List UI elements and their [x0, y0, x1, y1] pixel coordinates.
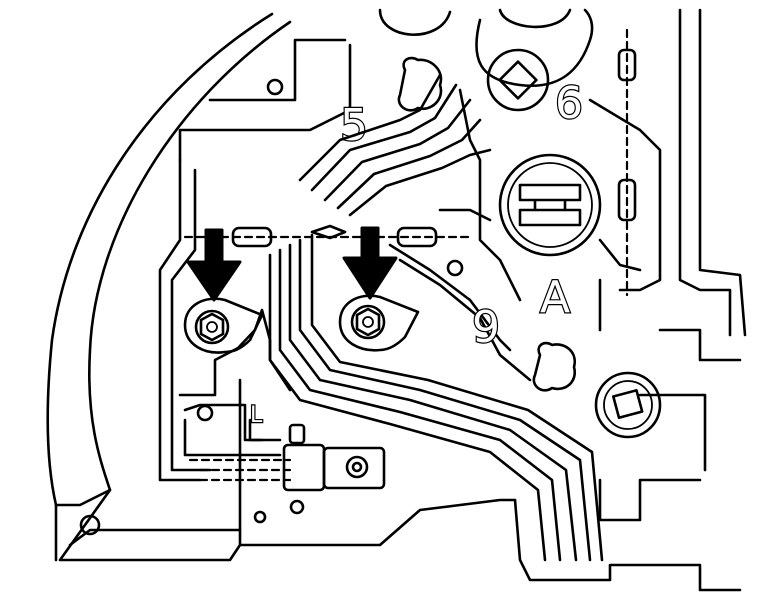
label-6: 6: [555, 78, 583, 129]
bolt-right: [338, 294, 420, 352]
label-a: A: [540, 272, 570, 323]
left-circuit: L: [158, 158, 517, 547]
down-arrow-icon: [342, 226, 398, 300]
dashed-links: [183, 28, 637, 297]
down-arrow-left: [186, 228, 242, 302]
main-valve-bore: A: [498, 153, 602, 324]
bolt-icon: [199, 312, 225, 342]
connector-block: [282, 443, 326, 492]
connector-terminal: [322, 446, 386, 490]
top-openings: [178, 8, 594, 162]
bolt-icon: [355, 307, 381, 337]
down-arrow-right: [342, 226, 398, 300]
port-9: 9: [471, 301, 577, 392]
label-l: L: [250, 403, 263, 428]
housing-outline: [46, 8, 747, 592]
down-arrow-icon: [186, 228, 242, 302]
port-6: 6: [486, 48, 584, 130]
fluid-channels: [268, 73, 662, 562]
label-5: 5: [340, 100, 368, 151]
bolt-left: [183, 297, 264, 354]
port-lower-right: [594, 371, 662, 439]
port-5: 5: [339, 56, 443, 152]
label-9: 9: [472, 302, 500, 353]
